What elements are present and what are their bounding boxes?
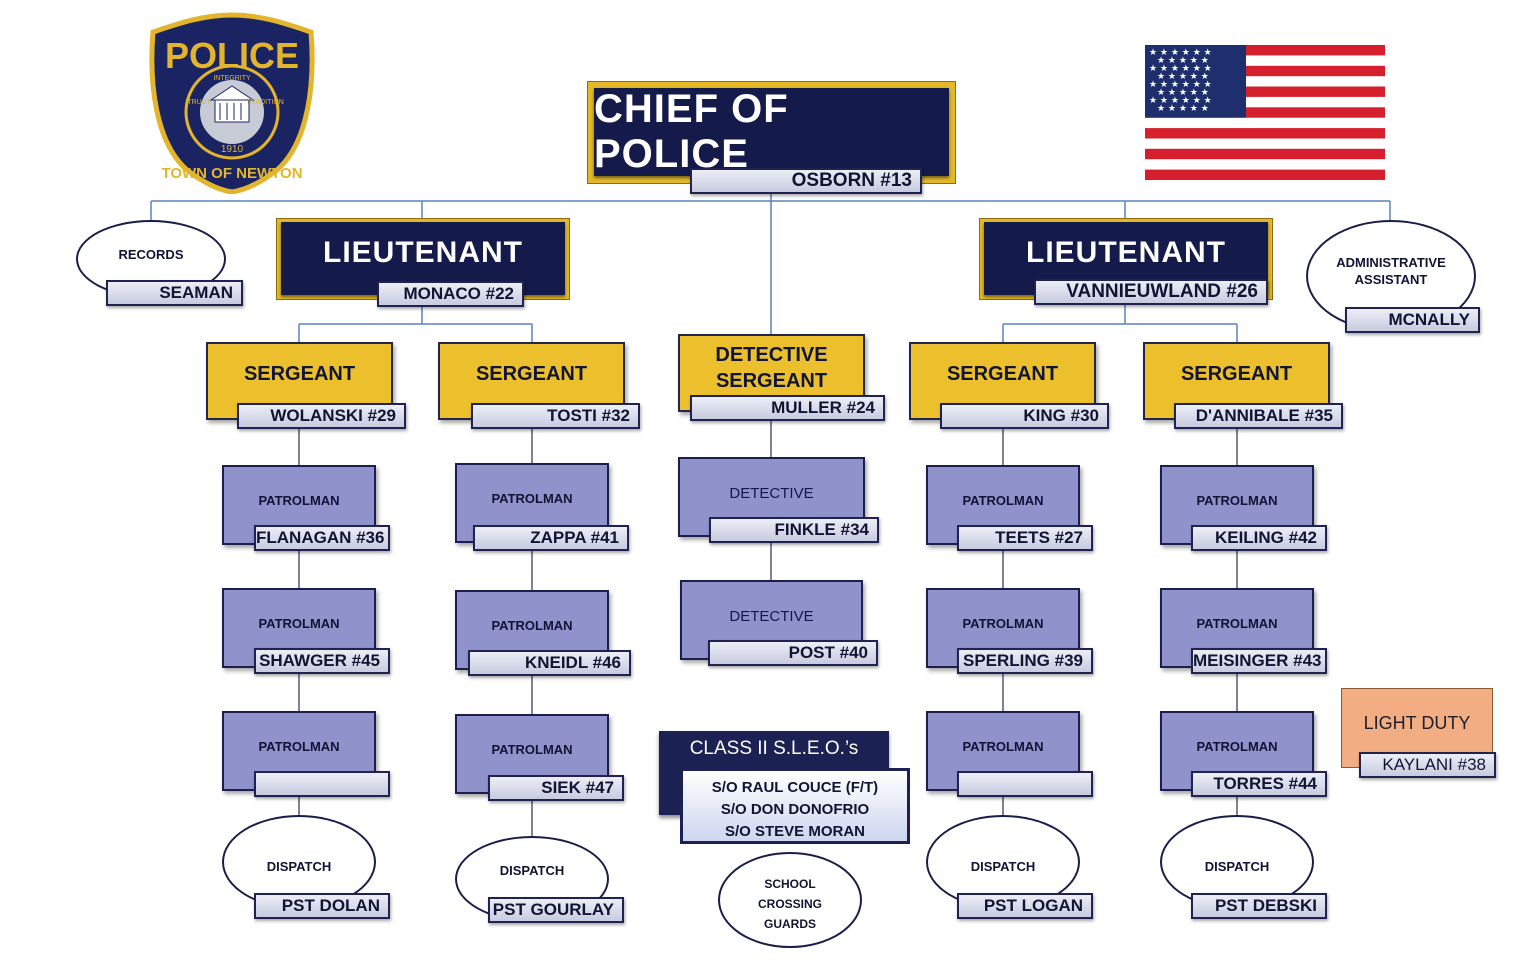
patrolman-title: PATROLMAN bbox=[1196, 739, 1278, 754]
detective-sergeant-title-line1: DETECTIVE bbox=[715, 344, 828, 366]
badge-bottom-text: TOWN OF NEWTON bbox=[161, 165, 302, 182]
patrolman-name-plate: SIEK #47 bbox=[488, 775, 624, 801]
sergeant-title: SERGEANT bbox=[946, 363, 1059, 385]
light-duty-name-plate: KAYLANI #38 bbox=[1359, 752, 1496, 778]
police-badge-icon: POLICE INTEGRITY TRUST TRADITION 1910 TO… bbox=[147, 12, 317, 195]
dispatch-name-plate: PST GOURLAY bbox=[488, 897, 624, 923]
sergeant-title: SERGEANT bbox=[1180, 363, 1293, 385]
admin-name-plate: MCNALLY bbox=[1345, 307, 1480, 333]
patrolman-name-plate: FLANAGAN #36 bbox=[254, 525, 390, 551]
records-label: RECORDS bbox=[118, 247, 184, 262]
badge-motto-left: TRUST bbox=[187, 99, 211, 106]
badge-year: 1910 bbox=[221, 144, 244, 155]
patrolman-title: PATROLMAN bbox=[491, 742, 573, 757]
badge-motto-right: TRADITION bbox=[246, 99, 284, 106]
dispatch-name-plate: PST DOLAN bbox=[254, 893, 390, 919]
sergeant-name-plate: TOSTI #32 bbox=[471, 403, 640, 429]
patrolman-name-plate: MEISINGER #43 bbox=[1191, 648, 1327, 674]
svg-text:★ ★ ★ ★ ★ ★: ★ ★ ★ ★ ★ ★ bbox=[1149, 80, 1212, 90]
detective-sergeant-name-plate: MULLER #24 bbox=[690, 395, 885, 421]
detective-name-plate: FINKLE #34 bbox=[709, 517, 879, 543]
detective-title: DETECTIVE bbox=[729, 608, 814, 625]
chief-title: CHIEF OF POLICE bbox=[594, 87, 949, 176]
patrolman-title: PATROLMAN bbox=[1196, 616, 1278, 631]
dispatch-label: DISPATCH bbox=[1204, 859, 1270, 874]
crossing-guards-line3: GUARDS bbox=[763, 917, 816, 931]
us-flag-icon: ★ ★ ★ ★ ★ ★ ★ ★ ★ ★ ★ ★ ★ ★ ★ ★ ★ ★ ★ ★ … bbox=[1145, 45, 1385, 180]
dispatch-name-plate: PST LOGAN bbox=[957, 893, 1093, 919]
sleo-member: S/O RAUL COUCE (F/T) bbox=[711, 779, 879, 796]
patrolman-title: PATROLMAN bbox=[258, 616, 340, 631]
chief-name-plate: OSBORN #13 bbox=[690, 168, 922, 194]
admin-label-line2: ASSISTANT bbox=[1354, 272, 1428, 287]
sleo-member: S/O DON DONOFRIO bbox=[720, 801, 870, 818]
dispatch-label: DISPATCH bbox=[266, 859, 332, 874]
patrolman-title: PATROLMAN bbox=[962, 616, 1044, 631]
patrolman-title: PATROLMAN bbox=[962, 493, 1044, 508]
patrolman-title: PATROLMAN bbox=[491, 491, 573, 506]
sleo-title: CLASS II S.L.E.O.’s bbox=[689, 738, 859, 759]
patrolman-name-plate: SHAWGER #45 bbox=[254, 648, 390, 674]
patrolman-title: PATROLMAN bbox=[258, 739, 340, 754]
patrolman-name-plate bbox=[254, 771, 390, 797]
svg-text:★ ★ ★ ★ ★: ★ ★ ★ ★ ★ bbox=[1157, 88, 1209, 98]
svg-text:★ ★ ★ ★ ★ ★: ★ ★ ★ ★ ★ ★ bbox=[1149, 96, 1212, 106]
svg-text:★ ★ ★ ★ ★: ★ ★ ★ ★ ★ bbox=[1157, 72, 1209, 82]
patrolman-title: PATROLMAN bbox=[258, 493, 340, 508]
dispatch-label: DISPATCH bbox=[970, 859, 1036, 874]
patrolman-title: PATROLMAN bbox=[962, 739, 1044, 754]
sleo-members-box: S/O RAUL COUCE (F/T) S/O DON DONOFRIO S/… bbox=[680, 768, 910, 844]
light-duty-title: LIGHT DUTY bbox=[1363, 713, 1471, 733]
lieutenant-left-name-plate: MONACO #22 bbox=[377, 281, 524, 307]
dispatch-label: DISPATCH bbox=[499, 863, 565, 878]
detective-name-plate: POST #40 bbox=[708, 640, 878, 666]
patrolman-name-plate: TEETS #27 bbox=[957, 525, 1093, 551]
patrolman-name-plate: KNEIDL #46 bbox=[468, 650, 631, 676]
patrolman-title: PATROLMAN bbox=[1196, 493, 1278, 508]
svg-text:★ ★ ★ ★ ★: ★ ★ ★ ★ ★ bbox=[1157, 56, 1209, 66]
lieutenant-right-name-plate: VANNIEUWLAND #26 bbox=[1034, 279, 1268, 305]
patrolman-name-plate: SPERLING #39 bbox=[957, 648, 1093, 674]
sergeant-title: SERGEANT bbox=[475, 363, 588, 385]
patrolman-name-plate: TORRES #44 bbox=[1191, 771, 1327, 797]
sergeant-name-plate: KING #30 bbox=[940, 403, 1109, 429]
crossing-guards-line1: SCHOOL bbox=[764, 877, 816, 891]
crossing-guards-line2: CROSSING bbox=[757, 897, 822, 911]
patrolman-name-plate: KEILING #42 bbox=[1191, 525, 1327, 551]
detective-sergeant-title-line2: SERGEANT bbox=[715, 370, 828, 392]
patrolman-name-plate: ZAPPA #41 bbox=[473, 525, 629, 551]
sergeant-title: SERGEANT bbox=[243, 363, 356, 385]
crossing-guards-oval: SCHOOL CROSSING GUARDS bbox=[718, 852, 862, 948]
patrolman-title: PATROLMAN bbox=[491, 618, 573, 633]
svg-text:★ ★ ★ ★ ★ ★: ★ ★ ★ ★ ★ ★ bbox=[1149, 48, 1212, 58]
sergeant-name-plate: D'ANNIBALE #35 bbox=[1174, 403, 1343, 429]
patrolman-name-plate bbox=[957, 771, 1093, 797]
badge-motto-center: INTEGRITY bbox=[213, 75, 251, 82]
admin-label-line1: ADMINISTRATIVE bbox=[1336, 255, 1446, 270]
svg-text:★ ★ ★ ★ ★ ★: ★ ★ ★ ★ ★ ★ bbox=[1149, 64, 1212, 74]
detective-title: DETECTIVE bbox=[729, 485, 814, 502]
sergeant-name-plate: WOLANSKI #29 bbox=[237, 403, 406, 429]
sleo-member: S/O STEVE MORAN bbox=[724, 823, 866, 840]
svg-text:★ ★ ★ ★ ★: ★ ★ ★ ★ ★ bbox=[1157, 104, 1209, 114]
records-name-plate: SEAMAN bbox=[106, 280, 243, 306]
dispatch-name-plate: PST DEBSKI bbox=[1191, 893, 1327, 919]
